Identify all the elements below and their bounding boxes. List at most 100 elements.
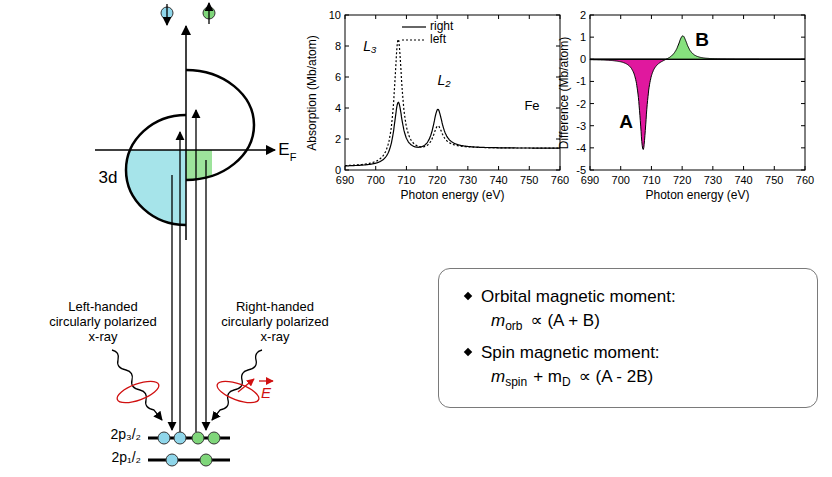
- tick: [345, 15, 349, 16]
- formula-text: ∝ (A + B): [531, 310, 600, 331]
- energy-axis: [185, 26, 187, 240]
- axis-title: Difference (Mb/atom): [558, 36, 572, 148]
- tick: [437, 166, 438, 170]
- tick: [556, 170, 560, 171]
- tick: [801, 147, 805, 148]
- tick: [560, 166, 561, 170]
- formula-text: D: [562, 375, 571, 389]
- formula-text: m: [491, 311, 505, 331]
- polarization-label: Left-handed circularly polarized x-ray: [42, 300, 164, 345]
- axis-title: Absorption (Mb/atom): [306, 35, 320, 150]
- formula-text: spin: [505, 375, 527, 389]
- tick-label: 2: [580, 9, 586, 22]
- tick-label: 750: [765, 174, 783, 187]
- formula-line: morb ∝ (A + B): [465, 310, 795, 331]
- tick-label: 700: [367, 174, 385, 187]
- tick: [590, 103, 594, 104]
- xray-photons: [112, 350, 273, 420]
- tick: [774, 15, 775, 19]
- tick: [801, 15, 805, 16]
- tick: [743, 166, 744, 170]
- tick: [590, 125, 594, 126]
- tick: [590, 37, 594, 38]
- area-label: B: [695, 29, 709, 51]
- transition-arrows: [172, 110, 206, 432]
- tick: [437, 15, 438, 19]
- fermi-subscript: F: [290, 151, 297, 164]
- tick-label: 2: [335, 133, 341, 146]
- tick: [801, 81, 805, 82]
- tick: [406, 166, 407, 170]
- tick: [805, 166, 806, 170]
- edge-label: L₃: [363, 38, 376, 54]
- tick-label: 750: [520, 174, 538, 187]
- legend-sample: [402, 39, 426, 40]
- tick: [498, 166, 499, 170]
- formula-text: orb: [505, 319, 522, 333]
- tick: [375, 15, 376, 19]
- tick: [467, 15, 468, 19]
- tick: [590, 170, 594, 171]
- formula-line: Orbital magnetic moment:: [465, 287, 795, 307]
- tick: [590, 81, 594, 82]
- tick: [620, 166, 621, 170]
- formula-line: mspin+ mD∝ (A - 2B): [465, 366, 795, 387]
- tick: [345, 166, 346, 170]
- formula-text: ∝ (A - 2B): [579, 366, 654, 387]
- formula-text: m: [491, 367, 505, 387]
- formula-text: Orbital magnetic moment:: [481, 287, 676, 307]
- tick-label: -2: [576, 97, 586, 110]
- tick: [801, 37, 805, 38]
- tick: [590, 166, 591, 170]
- tick-label: 740: [734, 174, 752, 187]
- tick-label: 730: [704, 174, 722, 187]
- tick: [682, 166, 683, 170]
- polarization-label: Right-handed circularly polarized x-ray: [214, 300, 336, 345]
- tick-label: 700: [612, 174, 630, 187]
- tick: [529, 166, 530, 170]
- tick: [682, 15, 683, 19]
- band-label: 3d: [99, 168, 118, 188]
- tick: [467, 166, 468, 170]
- tick-label: 8: [335, 40, 341, 53]
- tick: [345, 15, 346, 19]
- tick-label: 6: [335, 71, 341, 84]
- difference-chart: [590, 15, 805, 170]
- tick-label: 720: [428, 174, 446, 187]
- left-curve: [345, 39, 560, 165]
- tick: [801, 170, 805, 171]
- edge-label: L₂: [437, 72, 450, 88]
- formula-line: Spin magnetic moment:: [465, 343, 795, 363]
- tick: [590, 15, 594, 16]
- tick-label: -4: [576, 142, 586, 155]
- tick: [590, 147, 594, 148]
- tick: [712, 15, 713, 19]
- tick-label: 0: [580, 53, 586, 66]
- tick: [529, 15, 530, 19]
- tick-label: 1: [580, 31, 586, 44]
- tick: [801, 103, 805, 104]
- tick-label: 730: [459, 174, 477, 187]
- tick-label: 4: [335, 102, 341, 115]
- spin-symbols: [161, 3, 215, 25]
- legend-text: left: [430, 33, 446, 47]
- bullet: [464, 348, 472, 356]
- vector-label: E: [261, 384, 271, 401]
- tick: [560, 15, 561, 19]
- tick: [345, 139, 349, 140]
- tick: [651, 166, 652, 170]
- tick: [498, 15, 499, 19]
- formula-text: Spin magnetic moment:: [481, 343, 660, 363]
- tick-label: 690: [581, 174, 599, 187]
- tick: [590, 15, 591, 19]
- tick: [651, 15, 652, 19]
- tick: [801, 125, 805, 126]
- axis-title: Photon energy (eV): [400, 189, 504, 203]
- tick: [774, 166, 775, 170]
- plot-frame: [590, 15, 805, 170]
- tick: [406, 15, 407, 19]
- tick: [345, 108, 349, 109]
- tick: [805, 15, 806, 19]
- area-label: A: [619, 111, 633, 133]
- tick-label: 740: [489, 174, 507, 187]
